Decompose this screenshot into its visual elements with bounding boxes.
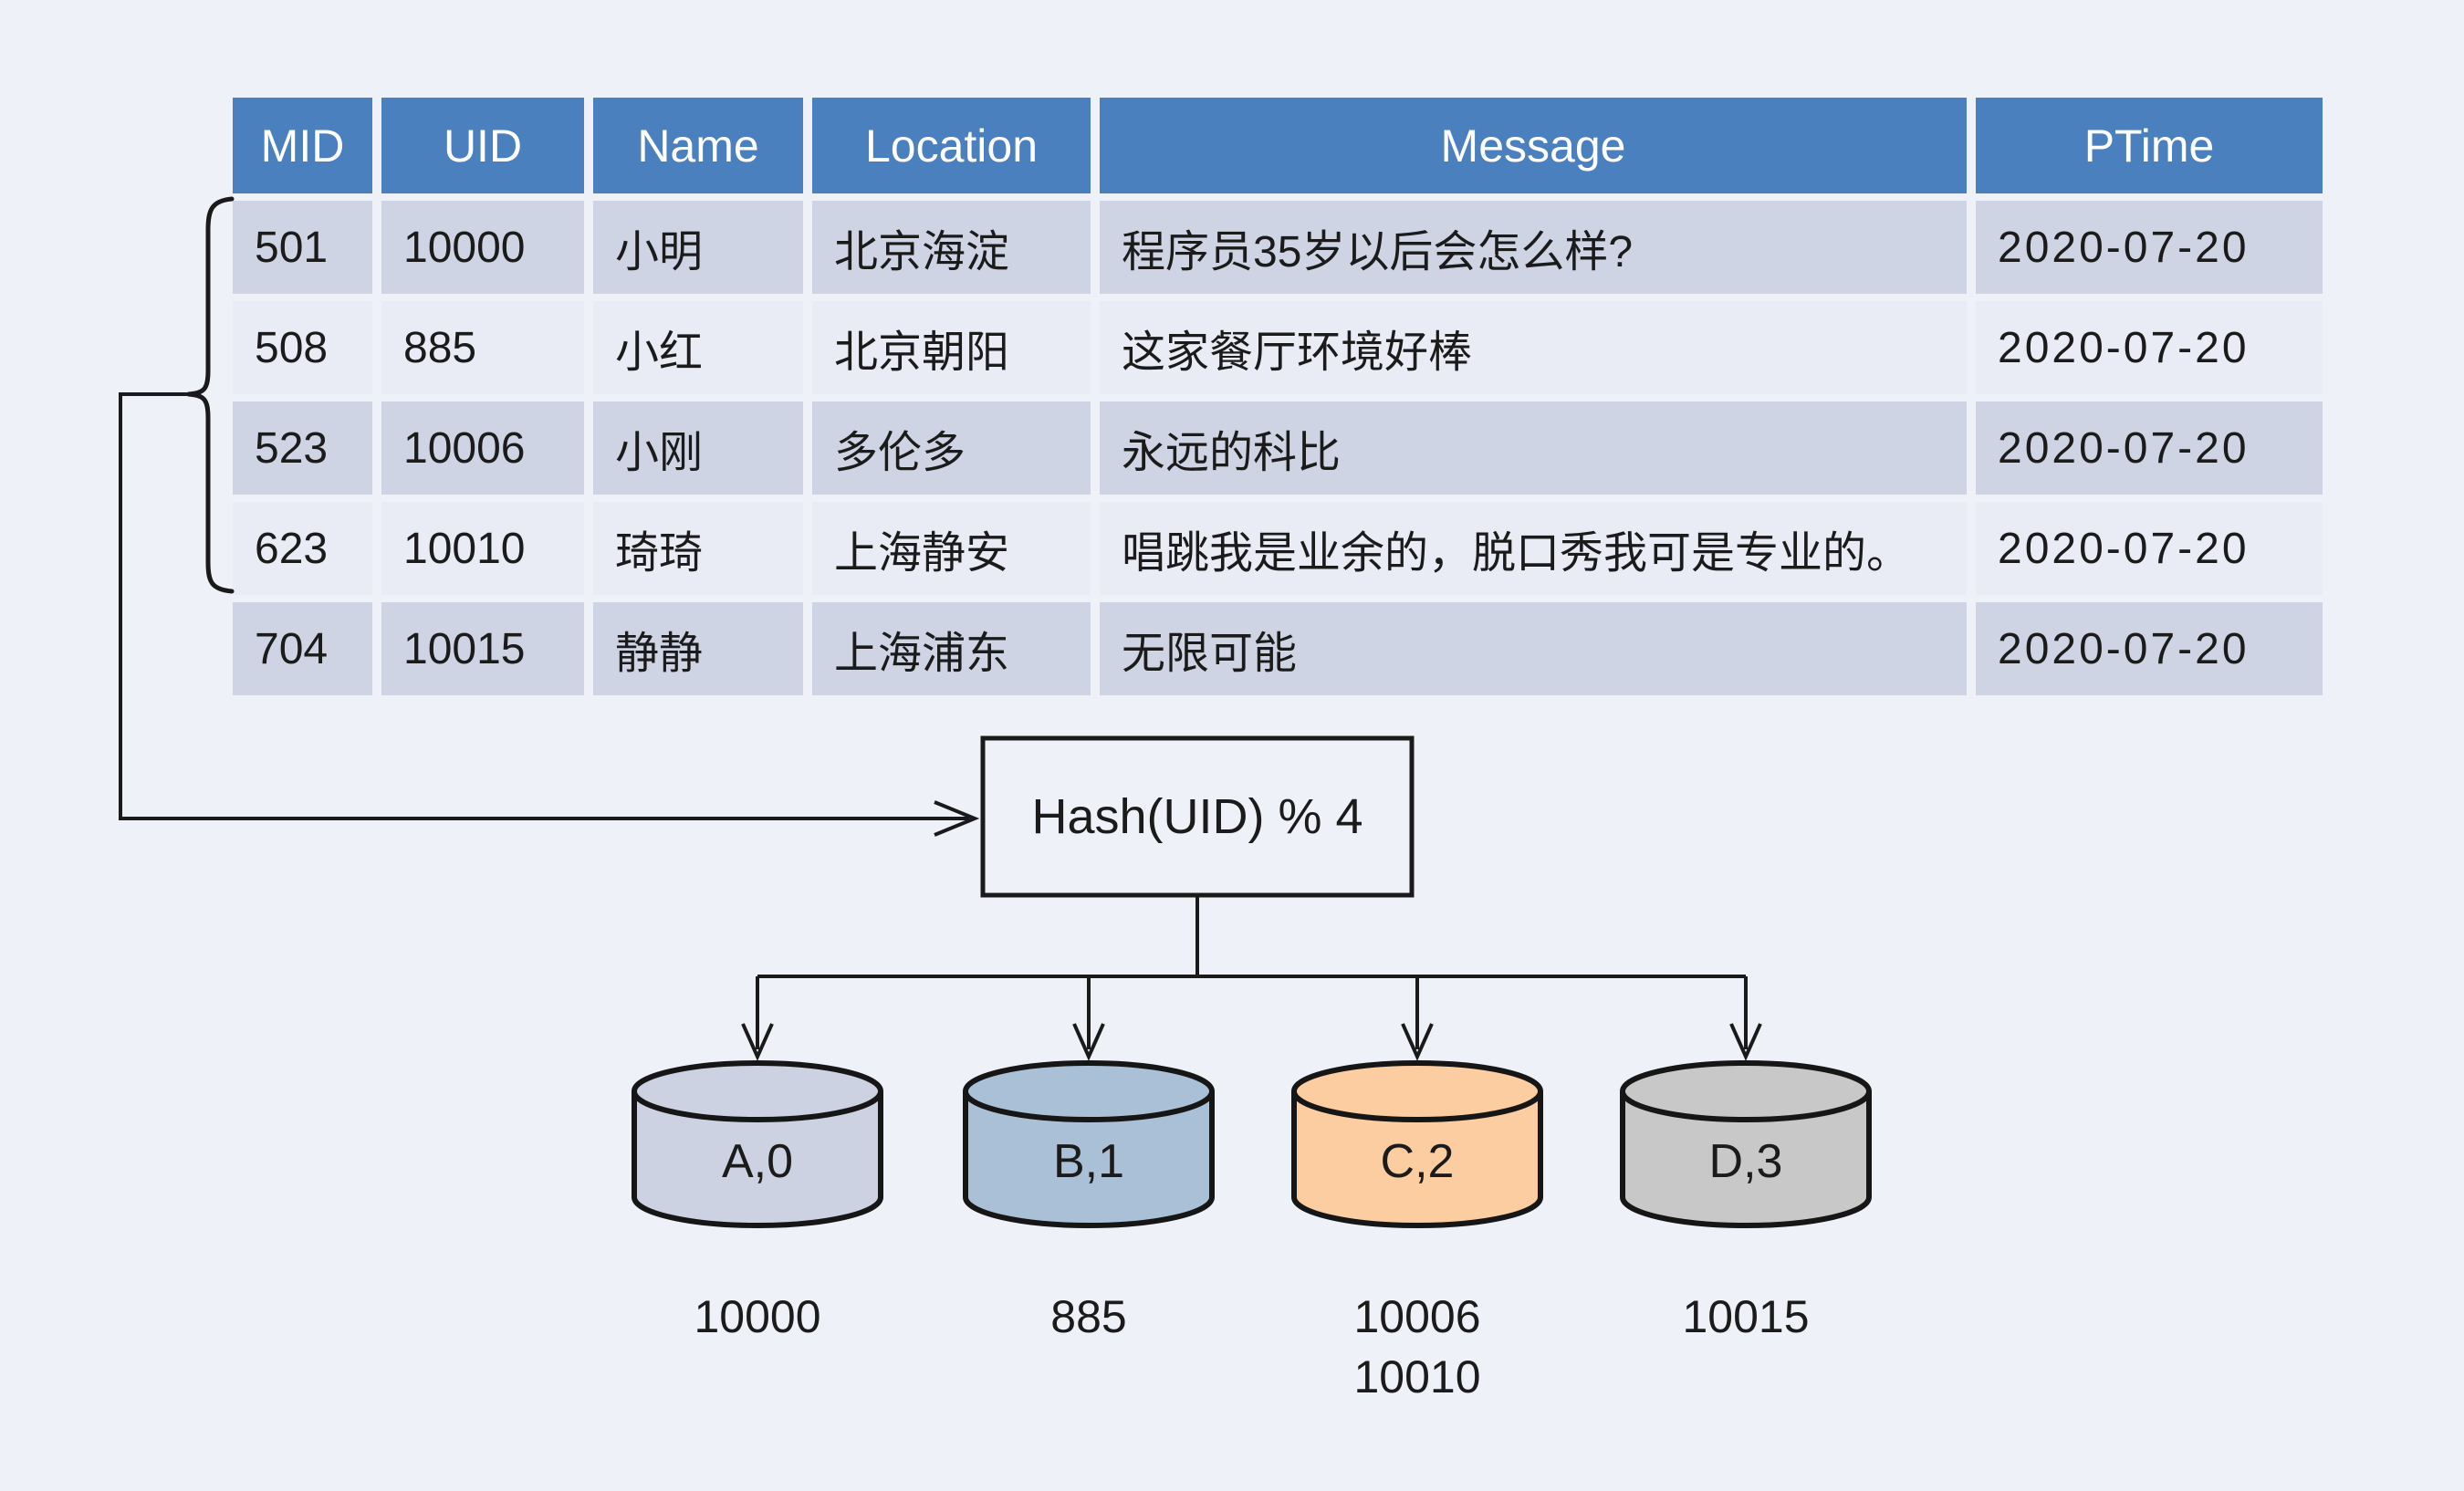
row-group-brace xyxy=(187,196,235,594)
table-cell: 10006 xyxy=(381,401,584,495)
shard-uid: 10000 xyxy=(694,1291,820,1342)
arrowhead-down-icon xyxy=(1729,1023,1762,1061)
shard-uid: 885 xyxy=(1050,1291,1126,1342)
arrowhead-down-icon xyxy=(1401,1023,1434,1061)
table-cell: 2020-07-20 xyxy=(1976,201,2323,294)
table-cell: 501 xyxy=(233,201,372,294)
table-cell: 静静 xyxy=(593,602,803,695)
table-cell: 523 xyxy=(233,401,372,495)
table-cell: 琦琦 xyxy=(593,502,803,595)
table-cell: 2020-07-20 xyxy=(1976,602,2323,695)
hash-box-label: Hash(UID) % 4 xyxy=(1031,789,1363,844)
shard-uid: 10006 xyxy=(1353,1291,1480,1342)
table-cell: 北京朝阳 xyxy=(812,301,1091,394)
table-cell: 2020-07-20 xyxy=(1976,502,2323,595)
table-cell: 无限可能 xyxy=(1100,602,1967,695)
shard-cylinder-d: D,3 xyxy=(1620,1060,1872,1228)
shard-label: A,0 xyxy=(722,1135,793,1188)
shard-cylinder-c: C,2 xyxy=(1291,1060,1543,1228)
table-cell: 多伦多 xyxy=(812,401,1091,495)
fanout-lines xyxy=(756,895,1748,1049)
shard-cylinder-a: A,0 xyxy=(632,1060,883,1228)
shard-label: B,1 xyxy=(1053,1135,1124,1188)
arrowhead-down-icon xyxy=(741,1023,774,1061)
header-cell-uid: UID xyxy=(381,98,584,193)
header-cell-message: Message xyxy=(1100,98,1967,193)
table-cell: 885 xyxy=(381,301,584,394)
table-cell: 2020-07-20 xyxy=(1976,301,2323,394)
table-cell: 小红 xyxy=(593,301,803,394)
hash-box xyxy=(980,735,1415,898)
shard-label: D,3 xyxy=(1709,1135,1783,1188)
table-cell: 唱跳我是业余的，脱口秀我可是专业的。 xyxy=(1100,502,1967,595)
shard-uid: 10015 xyxy=(1682,1291,1809,1342)
table-cell: 上海浦东 xyxy=(812,602,1091,695)
table-cell: 这家餐厅环境好棒 xyxy=(1100,301,1967,394)
table-cell: 北京海淀 xyxy=(812,201,1091,294)
table-cell: 623 xyxy=(233,502,372,595)
header-cell-location: Location xyxy=(812,98,1091,193)
shard-cylinder-b: B,1 xyxy=(963,1060,1215,1228)
shard-uid: 10010 xyxy=(1353,1351,1480,1402)
table-cell: 508 xyxy=(233,301,372,394)
arrowhead-down-icon xyxy=(1072,1023,1105,1061)
shard-label: C,2 xyxy=(1381,1135,1455,1188)
arrowhead-right-icon xyxy=(934,800,980,837)
header-cell-name: Name xyxy=(593,98,803,193)
table-cell: 10000 xyxy=(381,201,584,294)
table-cell: 2020-07-20 xyxy=(1976,401,2323,495)
message-table: MID UID Name Location Message PTime 501 … xyxy=(233,98,2323,695)
table-cell: 10015 xyxy=(381,602,584,695)
table-cell: 10010 xyxy=(381,502,584,595)
header-cell-mid: MID xyxy=(233,98,372,193)
table-cell: 小刚 xyxy=(593,401,803,495)
header-cell-ptime: PTime xyxy=(1976,98,2323,193)
table-cell: 上海静安 xyxy=(812,502,1091,595)
table-cell: 永远的科比 xyxy=(1100,401,1967,495)
table-cell: 704 xyxy=(233,602,372,695)
table-cell: 程序员35岁以后会怎么样? xyxy=(1100,201,1967,294)
connector-line xyxy=(119,392,969,820)
table-cell: 小明 xyxy=(593,201,803,294)
